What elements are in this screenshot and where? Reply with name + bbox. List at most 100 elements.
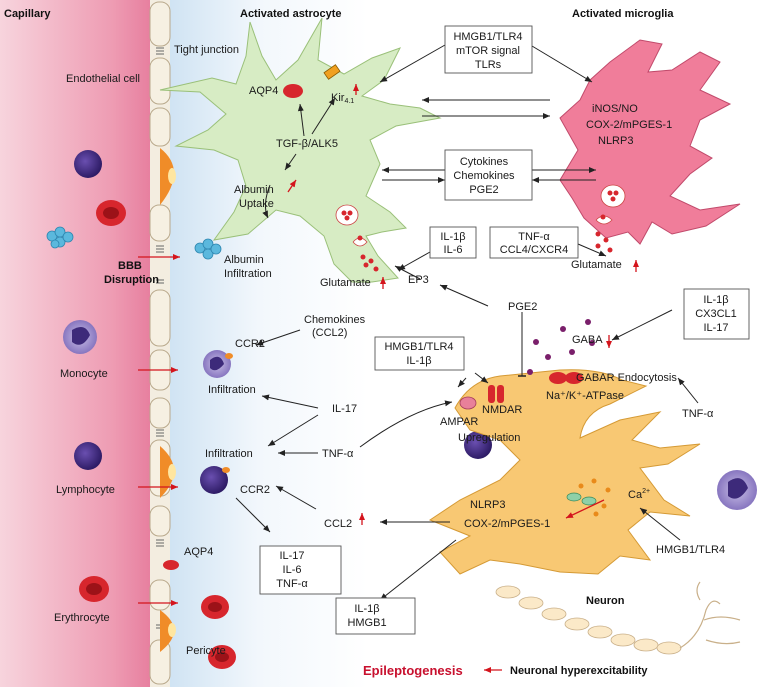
- nak-atpase-label: Na⁺/K⁺-ATPase: [546, 390, 624, 402]
- box-il17-il6-tnf: IL-17 IL-6 TNF-α: [259, 545, 342, 595]
- hyperexcitability-label: Neuronal hyperexcitability: [510, 665, 648, 677]
- tnfa-right-label: TNF-α: [682, 408, 714, 420]
- box-hmgb1-tlr4: HMGB1/TLR4 mTOR signal TLRs: [444, 25, 533, 74]
- aqp4-vessel-label: AQP4: [184, 546, 213, 558]
- infiltration-albumin-label: Infiltration: [224, 268, 272, 280]
- lymphocyte-cell: [74, 150, 102, 470]
- ccr2-label-top: CCR2: [235, 338, 265, 350]
- svg-text:mTOR signal: mTOR signal: [456, 45, 520, 57]
- svg-text:Cytokines: Cytokines: [460, 156, 509, 168]
- glutamate-microglia-label: Glutamate: [571, 259, 622, 271]
- ccl2-paren-label: (CCL2): [312, 327, 347, 339]
- capillary-title: Capillary: [4, 8, 51, 20]
- monocyte-cell: [63, 320, 757, 510]
- aqp4-astro-label: AQP4: [249, 85, 278, 97]
- nmdar-icon: [488, 385, 495, 403]
- vesicle-icon: [600, 184, 626, 208]
- bbb-label: BBB: [118, 260, 142, 272]
- gabar-endocytosis-label: GABAR Endocytosis: [576, 372, 677, 384]
- nlrp3-microglia-label: NLRP3: [598, 135, 633, 147]
- ca-label: Ca2+: [628, 488, 650, 501]
- svg-text:CX3CL1: CX3CL1: [695, 308, 737, 320]
- aqp4-channel-icon: [163, 560, 179, 570]
- svg-text:IL-17: IL-17: [279, 550, 304, 562]
- svg-text:IL-1β: IL-1β: [440, 231, 465, 243]
- hmgb1-tlr4-neuron-label: HMGB1/TLR4: [656, 544, 725, 556]
- aqp4-channel-icon: [283, 84, 303, 98]
- glutamate-astro-label: Glutamate: [320, 277, 371, 289]
- ampar-label: AMPAR: [440, 416, 478, 428]
- lymphocyte-label: Lymphocyte: [56, 484, 115, 496]
- ca-channel-icon: [566, 492, 582, 502]
- inos-label: iNOS/NO: [592, 103, 638, 115]
- endothelial-wall: [149, 0, 171, 687]
- tight-junction-label: Tight junction: [174, 44, 239, 56]
- kir-label: Kir4.1: [331, 92, 354, 105]
- albumin-uptake-label: Albumin: [234, 184, 274, 196]
- pericyte-label: Pericyte: [186, 645, 226, 657]
- svg-text:IL-6: IL-6: [444, 244, 463, 256]
- erythrocyte-cell: [79, 200, 236, 669]
- cox2-microglia-label: COX-2/mPGES-1: [586, 119, 672, 131]
- neuron-body: [428, 369, 701, 575]
- ccr2-receptor-icon: [222, 467, 230, 473]
- vesicle-icon: [335, 204, 359, 226]
- microglia-title: Activated microglia: [572, 8, 674, 20]
- uptake-label: Uptake: [239, 198, 274, 210]
- endothelial-label: Endothelial cell: [66, 73, 140, 85]
- svg-text:IL-1β: IL-1β: [703, 294, 728, 306]
- astrocyte-body: [159, 17, 442, 283]
- il17-label: IL-17: [332, 403, 357, 415]
- astrocyte-title: Activated astrocyte: [240, 8, 342, 20]
- ep3-label: EP3: [408, 274, 429, 286]
- lymphocyte-cell: [464, 431, 492, 459]
- box-tnf-ccl4: TNF-α CCL4/CXCR4: [489, 226, 579, 259]
- ccl2-label: CCL2: [324, 518, 352, 530]
- nlrp3-neuron-label: NLRP3: [470, 499, 505, 511]
- albumin-infiltration-label: Albumin: [224, 254, 264, 266]
- pericyte: [160, 148, 176, 652]
- pathway-arrows: [235, 44, 699, 601]
- svg-text:IL-1β: IL-1β: [354, 603, 379, 615]
- svg-text:CCL4/CXCR4: CCL4/CXCR4: [500, 244, 568, 256]
- chemokines-label: Chemokines: [304, 314, 366, 326]
- svg-text:IL-17: IL-17: [703, 322, 728, 334]
- svg-text:HMGB1/TLR4: HMGB1/TLR4: [453, 31, 522, 43]
- monocyte-label: Monocyte: [60, 368, 108, 380]
- neuron-title: Neuron: [586, 595, 625, 607]
- svg-text:PGE2: PGE2: [469, 184, 498, 196]
- cox2-neuron-label: COX-2/mPGES-1: [464, 518, 550, 530]
- kir-channel-icon: [323, 64, 341, 80]
- svg-text:TNF-α: TNF-α: [276, 578, 308, 590]
- nmdar-label: NMDAR: [482, 404, 522, 416]
- axon: [495, 585, 682, 655]
- box-hmgb1-il1b: HMGB1/TLR4 IL-1β: [374, 336, 465, 371]
- svg-text:HMGB1: HMGB1: [347, 617, 386, 629]
- svg-text:TLRs: TLRs: [475, 59, 502, 71]
- lymphocyte-cell: [200, 466, 228, 494]
- ampar-icon: [459, 396, 477, 410]
- disruption-label: Disruption: [104, 274, 159, 286]
- pge2-label: PGE2: [508, 301, 537, 313]
- svg-text:HMGB1/TLR4: HMGB1/TLR4: [384, 341, 453, 353]
- ccr2-label-bottom: CCR2: [240, 484, 270, 496]
- svg-text:TNF-α: TNF-α: [518, 231, 550, 243]
- change-arrows: [287, 84, 639, 673]
- nak-atpase-icon: [549, 372, 567, 384]
- svg-text:IL-6: IL-6: [283, 564, 302, 576]
- upregulation-label: Upregulation: [458, 432, 520, 444]
- box-il1b-hmgb1: IL-1β HMGB1: [335, 597, 416, 635]
- infiltration-label-2: Infiltration: [205, 448, 253, 460]
- svg-text:Chemokines: Chemokines: [453, 170, 515, 182]
- calcium-ions: [578, 478, 611, 517]
- gaba-label: GABA: [572, 334, 603, 346]
- ccr2-receptor-icon: [225, 353, 233, 359]
- box-il1b-il6: IL-1β IL-6: [429, 226, 477, 259]
- infiltration-label-1: Infiltration: [208, 384, 256, 396]
- epileptogenesis-label: Epileptogenesis: [363, 663, 463, 678]
- svg-text:IL-1β: IL-1β: [406, 355, 431, 367]
- bbb-influx-arrows: [138, 254, 180, 606]
- box-il1b-cx3cl1: IL-1β CX3CL1 IL-17: [683, 288, 750, 340]
